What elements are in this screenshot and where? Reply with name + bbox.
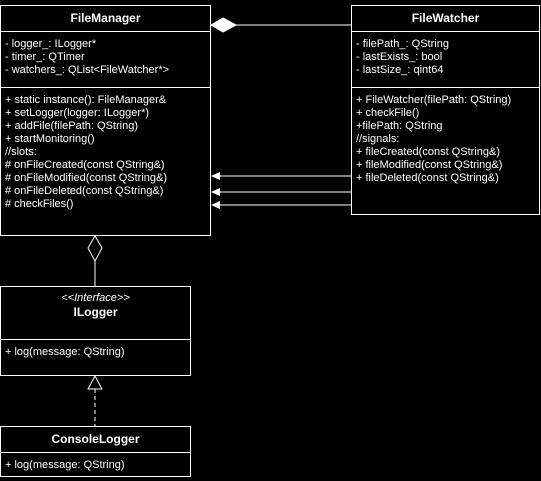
aggregation-diamond bbox=[87, 235, 103, 263]
operation: + setLogger(logger: ILogger*) bbox=[5, 107, 150, 119]
class-name: ConsoleLogger bbox=[51, 432, 140, 446]
header-section: <<Interface>> ILogger bbox=[1, 287, 190, 339]
attributes-section: - filePath_: QString - lastExists_: bool… bbox=[352, 31, 539, 87]
operations-section: + static instance(): FileManager& + setL… bbox=[1, 87, 210, 211]
arrowhead-created bbox=[211, 172, 220, 180]
stereotype-label: <<Interface>> bbox=[61, 292, 130, 304]
operation: //slots: bbox=[5, 146, 37, 158]
class-name: FileManager bbox=[70, 11, 141, 25]
attribute: - lastExists_: bool bbox=[356, 51, 443, 63]
operations-section: + FileWatcher(filePath: QString) + check… bbox=[352, 87, 539, 185]
operation: + addFile(filePath: QString) bbox=[5, 120, 138, 132]
operation: + log(message: QString) bbox=[5, 346, 125, 358]
realization-triangle bbox=[87, 374, 103, 390]
interface-ilogger[interactable]: <<Interface>> ILogger + log(message: QSt… bbox=[0, 286, 191, 376]
attribute: - watchers_: QList<FileWatcher*> bbox=[5, 64, 170, 76]
operation: + FileWatcher(filePath: QString) bbox=[356, 94, 512, 106]
class-filemanager[interactable]: FileManager - logger_: ILogger* - timer_… bbox=[0, 5, 211, 236]
operation: + fileModified(const QString&) bbox=[356, 159, 503, 171]
attributes-section: - logger_: ILogger* - timer_: QTimer - w… bbox=[1, 31, 210, 87]
operation: # onFileCreated(const QString&) bbox=[5, 159, 165, 171]
attribute: - logger_: ILogger* bbox=[5, 38, 97, 50]
class-consolelogger[interactable]: ConsoleLogger + log(message: QString) bbox=[0, 426, 191, 477]
operation: + fileDeleted(const QString&) bbox=[356, 172, 499, 184]
arrowhead-deleted bbox=[211, 201, 220, 209]
operation: # onFileDeleted(const QString&) bbox=[5, 185, 164, 197]
operation: # onFileModified(const QString&) bbox=[5, 172, 168, 184]
operation: +filePath: QString bbox=[356, 120, 443, 132]
attribute: - filePath_: QString bbox=[356, 38, 449, 50]
operation: + checkFile() bbox=[356, 107, 420, 119]
operations-section: + log(message: QString) bbox=[1, 452, 190, 472]
operation: //signals: bbox=[356, 133, 400, 145]
arrowhead-modified bbox=[211, 188, 220, 196]
attribute: - lastSize_: qint64 bbox=[356, 64, 444, 76]
operation: + log(message: QString) bbox=[5, 459, 125, 471]
class-filewatcher[interactable]: FileWatcher - filePath_: QString - lastE… bbox=[351, 5, 540, 215]
operation: + static instance(): FileManager& bbox=[5, 94, 167, 106]
operation: + fileCreated(const QString&) bbox=[356, 146, 500, 158]
attribute: - timer_: QTimer bbox=[5, 51, 85, 63]
class-name: FileWatcher bbox=[411, 11, 480, 25]
operation: # checkFiles() bbox=[5, 198, 74, 210]
operations-section: + log(message: QString) bbox=[1, 339, 190, 359]
composition-diamond bbox=[210, 17, 238, 33]
class-name: ILogger bbox=[73, 305, 118, 319]
operation: + startMonitoring() bbox=[5, 133, 95, 145]
